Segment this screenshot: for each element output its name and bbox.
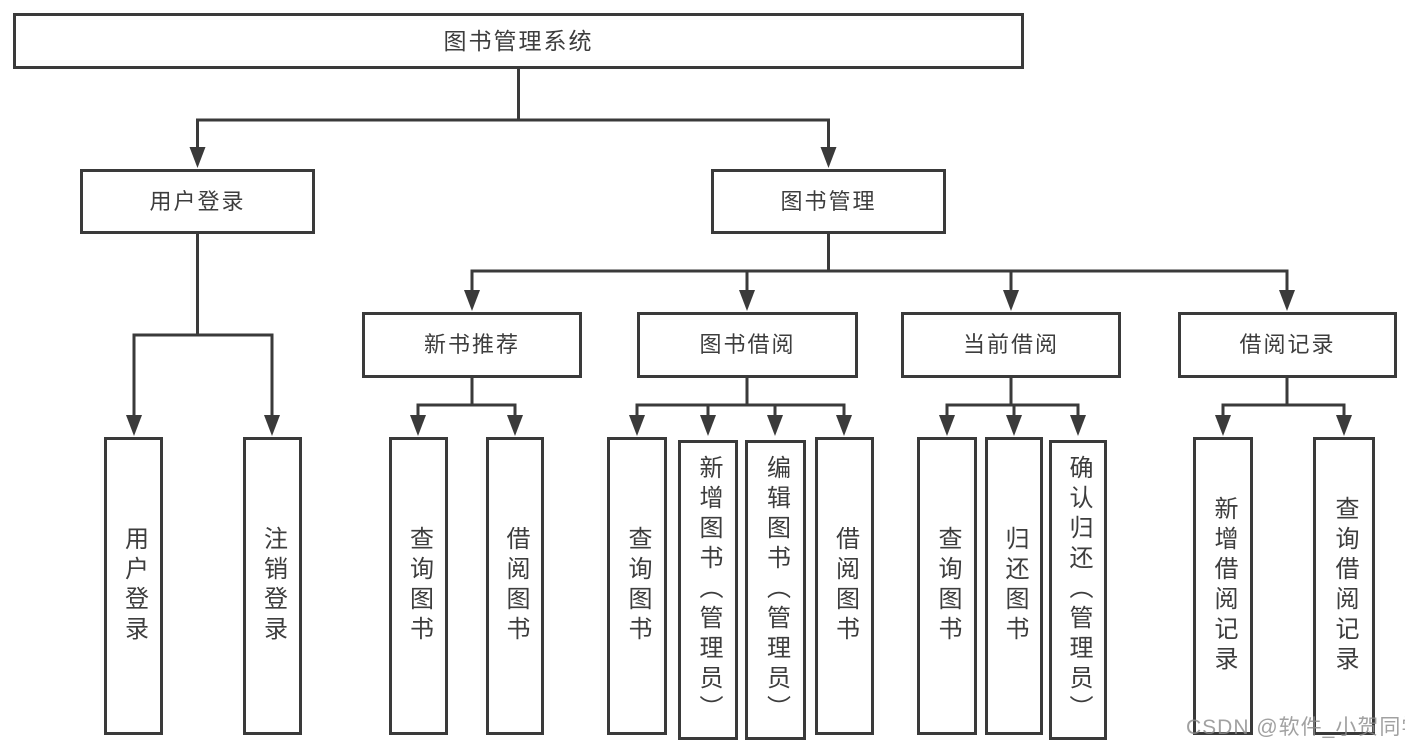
arrowhead xyxy=(1279,290,1295,311)
node-ul-login: 用户登录 xyxy=(104,437,163,735)
connector-bookmgmt-split xyxy=(470,234,1289,292)
arrowhead xyxy=(464,290,480,311)
arrowhead xyxy=(189,147,206,168)
arrowhead xyxy=(1215,415,1231,436)
node-current-borrow-label: 当前借阅 xyxy=(962,332,1059,357)
node-bb-borrow: 借阅图书 xyxy=(815,437,874,735)
connector-bookborrow-split xyxy=(635,378,846,417)
node-nb-borrow: 借阅图书 xyxy=(486,437,544,735)
node-bb-query: 查询图书 xyxy=(607,437,667,735)
arrowhead xyxy=(507,415,523,436)
arrowhead xyxy=(1003,290,1019,311)
node-borrow-records: 借阅记录 xyxy=(1178,312,1397,378)
node-bb-add: 新增图书（管理员） xyxy=(678,440,738,740)
node-ul-login-label: 用户登录 xyxy=(120,526,148,646)
node-book-mgmt-label: 图书管理 xyxy=(780,188,877,214)
node-bb-edit: 编辑图书（管理员） xyxy=(745,440,806,740)
node-bb-edit-label: 编辑图书（管理员） xyxy=(762,455,790,725)
node-br-query-label: 查询借阅记录 xyxy=(1331,496,1358,676)
node-cb-return-label: 归还图书 xyxy=(1001,526,1028,646)
node-bb-add-label: 新增图书（管理员） xyxy=(695,455,722,725)
node-ul-logout-label: 注销登录 xyxy=(259,526,287,646)
node-root-label: 图书管理系统 xyxy=(443,27,594,54)
node-root: 图书管理系统 xyxy=(13,13,1024,69)
arrowhead xyxy=(767,415,783,436)
arrowhead xyxy=(410,415,426,436)
node-current-borrow: 当前借阅 xyxy=(901,312,1121,378)
arrowheads xyxy=(126,147,1352,436)
node-cb-confirm: 确认归还（管理员） xyxy=(1049,440,1107,740)
node-user-login: 用户登录 xyxy=(80,169,315,234)
node-ul-logout: 注销登录 xyxy=(243,437,302,735)
node-bb-query-label: 查询图书 xyxy=(624,526,651,646)
node-new-book-rec: 新书推荐 xyxy=(362,312,582,378)
node-user-login-label: 用户登录 xyxy=(149,188,246,214)
node-book-borrow-label: 图书借阅 xyxy=(699,332,796,357)
arrowhead xyxy=(126,415,142,436)
connector-root-split xyxy=(196,69,830,149)
arrowhead xyxy=(264,415,280,436)
node-br-add: 新增借阅记录 xyxy=(1193,437,1253,735)
arrowhead xyxy=(820,147,837,168)
node-borrow-records-label: 借阅记录 xyxy=(1239,332,1336,357)
node-bb-borrow-label: 借阅图书 xyxy=(831,526,859,646)
node-cb-query-label: 查询图书 xyxy=(934,526,961,646)
arrowhead xyxy=(1006,415,1022,436)
node-br-add-label: 新增借阅记录 xyxy=(1210,496,1237,676)
arrowhead xyxy=(629,415,645,436)
node-nb-query-label: 查询图书 xyxy=(405,526,433,646)
arrowhead xyxy=(1070,415,1086,436)
arrowhead xyxy=(1336,415,1352,436)
connector-borrowrecords-split xyxy=(1221,378,1346,417)
connector-currentborrow-split xyxy=(945,378,1080,417)
arrowhead xyxy=(939,415,955,436)
node-book-mgmt: 图书管理 xyxy=(711,169,946,234)
connector-userlogin-split xyxy=(132,234,274,417)
node-cb-query: 查询图书 xyxy=(917,437,977,735)
node-nb-query: 查询图书 xyxy=(389,437,448,735)
node-new-book-rec-label: 新书推荐 xyxy=(423,332,520,357)
node-book-borrow: 图书借阅 xyxy=(637,312,858,378)
arrowhead xyxy=(739,290,755,311)
node-cb-return: 归还图书 xyxy=(985,437,1043,735)
node-cb-confirm-label: 确认归还（管理员） xyxy=(1065,455,1092,725)
connector-newbookrec-split xyxy=(416,378,517,417)
arrowhead xyxy=(700,415,716,436)
node-br-query: 查询借阅记录 xyxy=(1313,437,1375,735)
node-nb-borrow-label: 借阅图书 xyxy=(502,526,529,646)
arrowhead xyxy=(836,415,852,436)
